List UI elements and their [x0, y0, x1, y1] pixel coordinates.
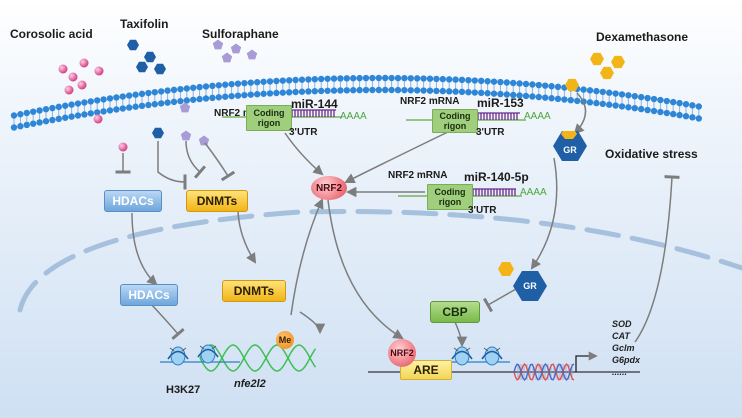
corosolic-acid-label: Corosolic acid [10, 27, 93, 41]
inhibition-lines [115, 140, 236, 190]
gene-cat: CAT [612, 331, 630, 341]
dnmts-nucleus: DNMTs [222, 280, 286, 302]
transcription-start-arrow [575, 351, 598, 372]
sulforaphane-label: Sulforaphane [202, 27, 279, 41]
gene-gclm: Gclm [612, 343, 635, 353]
cell-membrane [10, 74, 702, 131]
hdacs-cytoplasm: HDACs [104, 190, 162, 212]
poly-a-label: AAAA [524, 111, 551, 122]
mrna-constructs [222, 109, 526, 197]
dnmts-cytoplasm: DNMTs [186, 190, 248, 212]
utr-label: 3'UTR [476, 127, 505, 138]
taxifolin-molecules [127, 39, 166, 139]
utr-label: 3'UTR [468, 205, 497, 216]
dna-helix [513, 362, 575, 382]
dexamethasone-bound-icon [498, 262, 514, 276]
gr-cytoplasm-label: GR [563, 145, 577, 155]
sulforaphane-molecules [179, 39, 258, 146]
cbp-box: CBP [430, 301, 480, 323]
nfe2l2-gene-label: nfe2l2 [234, 378, 266, 390]
gr-receptor-cytoplasm-icon [553, 131, 587, 161]
dexamethasone-label: Dexamethasone [596, 30, 689, 44]
cell-membrane-tails [13, 81, 700, 125]
nfe2l2-gene-wave [199, 344, 317, 372]
gene-sod: SOD [612, 319, 632, 329]
gene-g6pdx: G6pdx [612, 355, 641, 365]
utr-label: 3'UTR [289, 127, 318, 138]
mir-144-label: miR-144 [291, 97, 338, 111]
gr-receptor-nucleus-icon [513, 271, 547, 301]
poly-a-label: AAAA [340, 111, 367, 122]
taxifolin-label: Taxifolin [120, 17, 169, 31]
dexamethasone-molecules [565, 52, 625, 92]
h3k27-label: H3K27 [166, 384, 201, 396]
target-gene-list: SOD CAT Gclm G6pdx ...... [612, 318, 640, 378]
oxidative-stress-label: Oxidative stress [605, 147, 698, 161]
nrf2-mrna-label: NRF2 mRNA [388, 170, 448, 181]
corosolic-acid-molecules [58, 58, 128, 152]
nucleosomes [160, 344, 510, 366]
gr-nucleus-label: GR [523, 281, 537, 291]
nrf2-mrna-label: NRF2 mRNA [400, 96, 460, 107]
nrf2-nuclear-protein: NRF2 [388, 339, 416, 367]
hdacs-nucleus: HDACs [120, 284, 178, 306]
nuclear-envelope [17, 208, 742, 313]
nrf2-mrna-label: NRF2 mRNA [214, 108, 274, 119]
are-element: ARE [400, 360, 452, 380]
mir-140-5p-label: miR-140-5p [464, 170, 529, 184]
mir-153-label: miR-153 [477, 96, 524, 110]
poly-a-label: AAAA [520, 187, 547, 198]
gene-list-ellipsis: ...... [612, 367, 628, 377]
activation-arrows [131, 92, 587, 348]
methyl-group: Me [276, 331, 294, 349]
nrf2-protein: NRF2 [311, 176, 347, 200]
